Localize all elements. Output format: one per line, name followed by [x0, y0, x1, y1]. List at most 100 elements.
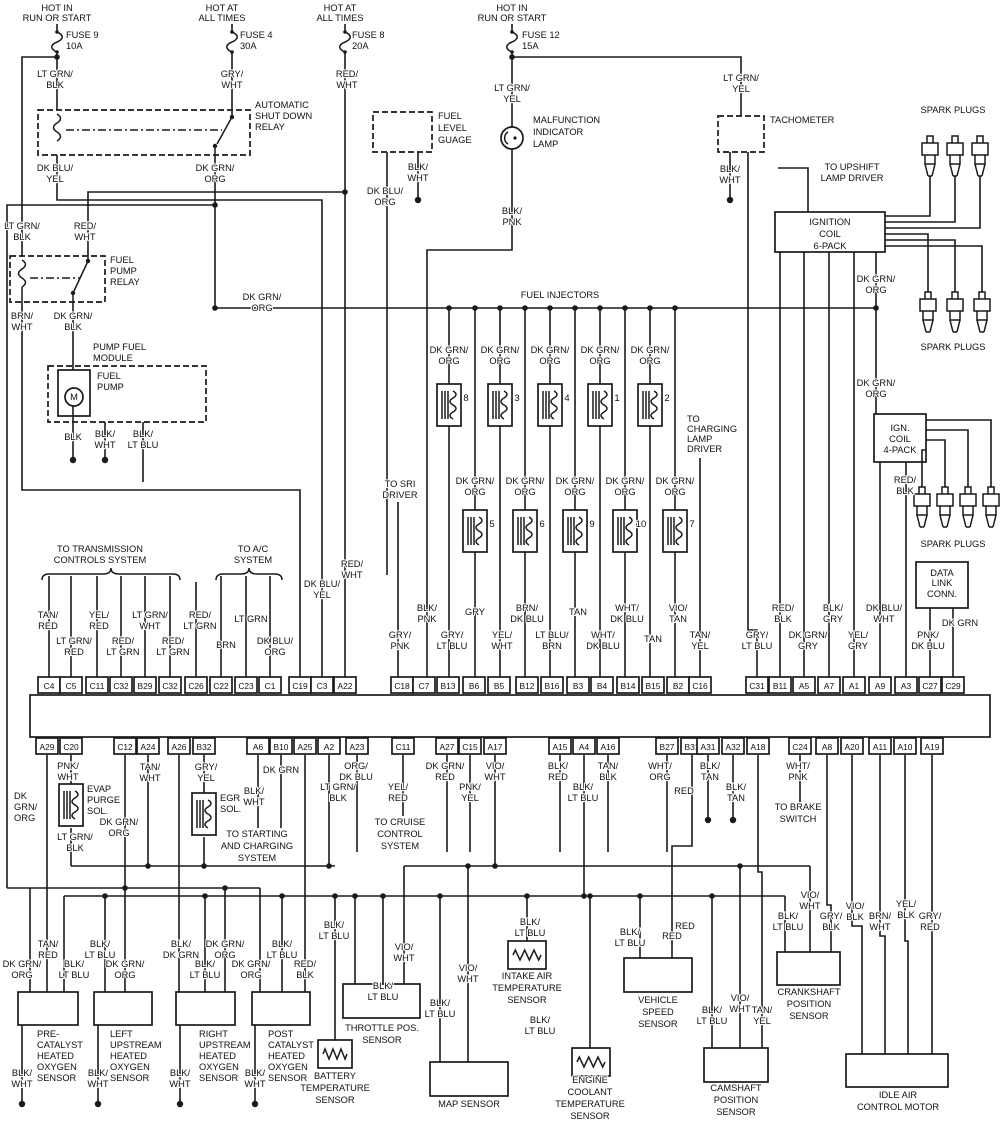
diagram-label: TO BRAKE	[775, 802, 822, 812]
diagram-label: DK GRN/	[196, 163, 235, 173]
pcm-pin-c23-8: C23	[234, 676, 258, 694]
pin-label: C29	[945, 681, 961, 691]
diagram-label: WHT	[869, 922, 890, 932]
diagram-label: TEMPERATURE	[492, 983, 562, 993]
pin-label: B13	[441, 681, 456, 691]
diagram-label: RED	[38, 621, 58, 631]
diagram-label: GRY	[848, 641, 868, 651]
pcm-pin-a1-30: A1	[842, 676, 866, 694]
diagram-label: DK	[14, 791, 28, 801]
diagram-label: LT GRN	[106, 647, 139, 657]
junction-dot	[572, 305, 578, 311]
pcm-pin-a5-28: A5	[792, 676, 816, 694]
junction-dot	[201, 863, 207, 869]
diagram-label: RUN OR START	[478, 13, 547, 23]
diagram-label: CONTROLS SYSTEM	[54, 555, 146, 565]
group-brace	[215, 567, 283, 581]
diagram-label: WHT	[94, 440, 115, 450]
diagram-label: FUSE 9	[66, 30, 99, 40]
diagram-label: ORG	[664, 487, 685, 497]
diagram-label: DK BLU	[510, 614, 544, 624]
throttle-position-sensor-box	[342, 983, 421, 1019]
diagram-label: BLK/	[700, 761, 721, 771]
diagram-label: SPARK PLUGS	[921, 539, 986, 549]
diagram-label: LAMP DRIVER	[821, 173, 884, 183]
diagram-label: MALFUNCTION	[533, 115, 600, 125]
diagram-label: HEATED	[199, 1051, 236, 1061]
diagram-label: BLK/	[90, 939, 111, 949]
pcm-pin-a29-0: A29	[35, 737, 59, 755]
junction-dot	[202, 893, 208, 899]
diagram-label: DK BLU	[610, 614, 644, 624]
diagram-label: RED/	[162, 636, 185, 646]
pcm-pin-a9-31: A9	[868, 676, 892, 694]
pin-label: C27	[922, 681, 938, 691]
egr-solenoid	[191, 792, 217, 836]
asd-relay-box	[37, 109, 251, 156]
diagram-label: DK GRN/	[789, 630, 828, 640]
diagram-label: RED/	[112, 636, 135, 646]
ground-dot	[176, 1100, 184, 1108]
ground-dot	[251, 1100, 259, 1108]
pcm-pin-a10-27: A10	[893, 737, 917, 755]
diagram-label: SENSOR	[789, 1011, 829, 1021]
diagram-label: POST	[268, 1029, 294, 1039]
diagram-label: WHT	[336, 80, 357, 90]
diagram-label: BLK/	[823, 603, 844, 613]
diagram-label: BLK/	[548, 761, 569, 771]
fuel-pump-motor-icon: M	[64, 387, 84, 407]
diagram-label: ORG	[639, 356, 660, 366]
pcm-pin-a11-26: A11	[868, 737, 892, 755]
pcm-pin-b14-22: B14	[616, 676, 640, 694]
diagram-label: INDICATOR	[533, 127, 584, 137]
relay-contact-dot	[229, 114, 235, 120]
diagram-label: RED	[548, 772, 568, 782]
diagram-label: YEL/	[492, 630, 513, 640]
pin-label: C5	[66, 681, 77, 691]
diagram-label: BLK/	[133, 429, 154, 439]
pcm-pin-a31-20: A31	[696, 737, 720, 755]
wire	[885, 245, 983, 292]
diagram-label: BLK/	[502, 206, 523, 216]
diagram-label: RED/	[894, 475, 917, 485]
diagram-label: DK GRN/	[456, 476, 495, 486]
diagram-label: LT BLU	[697, 1016, 728, 1026]
diagram-label: VIO/	[801, 890, 820, 900]
pin-label: A22	[338, 681, 353, 691]
diagram-label: LT BLU	[437, 641, 468, 651]
diagram-label: BLK/	[373, 981, 394, 991]
diagram-label: SENSOR	[570, 1111, 610, 1121]
junction-dot	[547, 305, 553, 311]
diagram-label: TO TRANSMISSION	[57, 544, 143, 554]
diagram-label: WHT	[244, 1079, 265, 1089]
diagram-label: TAN/	[598, 761, 619, 771]
pin-label: C22	[213, 681, 229, 691]
junction-dot	[222, 885, 228, 891]
junction-dot	[873, 305, 879, 311]
pcm-pin-b10-7: B10	[269, 737, 293, 755]
junction-dot	[342, 189, 348, 195]
junction-dot	[509, 54, 515, 60]
fuel-injector-8	[436, 383, 462, 427]
junction-dot	[647, 305, 653, 311]
wire	[885, 233, 929, 292]
pcm-pin-a6-6: A6	[246, 737, 270, 755]
wire	[851, 755, 863, 1054]
diagram-label: AUTOMATIC	[255, 100, 309, 110]
pin-label: B27	[660, 742, 675, 752]
diagram-label: DK GRN/	[54, 311, 93, 321]
diagram-label: SYSTEM	[234, 555, 272, 565]
diagram-label: WHT	[407, 173, 428, 183]
diagram-label: COIL	[819, 229, 841, 239]
diagram-label: ORG	[438, 356, 459, 366]
diagram-label: FUSE 4	[240, 30, 273, 40]
diagram-label: RED/	[341, 559, 364, 569]
diagram-label: BLK/	[12, 1068, 33, 1078]
diagram-label: LT GRN/	[37, 69, 73, 79]
diagram-label: WHT	[393, 953, 414, 963]
diagram-label: LT BLU	[85, 950, 116, 960]
diagram-label: INTAKE AIR	[502, 971, 553, 981]
wire	[21, 302, 301, 677]
diagram-label: HOT AT	[206, 3, 239, 13]
junction-dot	[672, 305, 678, 311]
